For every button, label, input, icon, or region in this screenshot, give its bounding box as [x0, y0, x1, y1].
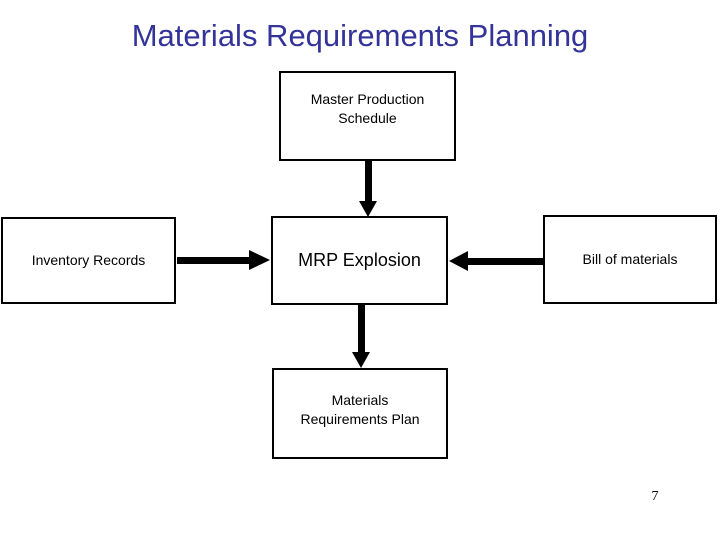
arrow-inventory-to-mrp-head-right-icon: [249, 250, 270, 270]
arrow-inventory-to-mrp-shaft: [177, 257, 249, 264]
box-materials-requirements-plan-label-line1: Materials: [331, 391, 389, 408]
box-master-production-schedule-label-line2: Schedule: [338, 110, 397, 126]
arrow-mps-to-mrp-head-down-icon: [359, 201, 377, 217]
arrow-bom-to-mrp-head-left-icon: [449, 251, 468, 271]
box-mrp-explosion-label: MRP Explosion: [298, 250, 421, 270]
box-bill-of-materials-label: Bill of materials: [582, 251, 678, 267]
arrow-mrp-to-plan-head-down-icon: [352, 352, 370, 368]
box-materials-requirements-plan: Materials Requirements Plan: [272, 368, 448, 459]
box-inventory-records-label: Inventory Records: [31, 252, 146, 268]
arrow-bom-to-mrp-shaft: [468, 258, 543, 265]
box-bill-of-materials: Bill of materials: [543, 215, 717, 304]
slide-title: Materials Requirements Planning: [131, 18, 589, 53]
box-master-production-schedule: Master Production Schedule: [279, 71, 456, 161]
box-materials-requirements-plan-label-line2: Requirements Plan: [300, 410, 420, 427]
page-number: 7: [651, 489, 659, 504]
box-mrp-explosion: MRP Explosion: [271, 216, 448, 305]
box-master-production-schedule-label-line1: Master Production: [310, 91, 425, 107]
arrow-mps-to-mrp-shaft: [365, 161, 372, 202]
box-inventory-records: Inventory Records: [1, 217, 176, 304]
arrow-mrp-to-plan-shaft: [358, 305, 365, 353]
